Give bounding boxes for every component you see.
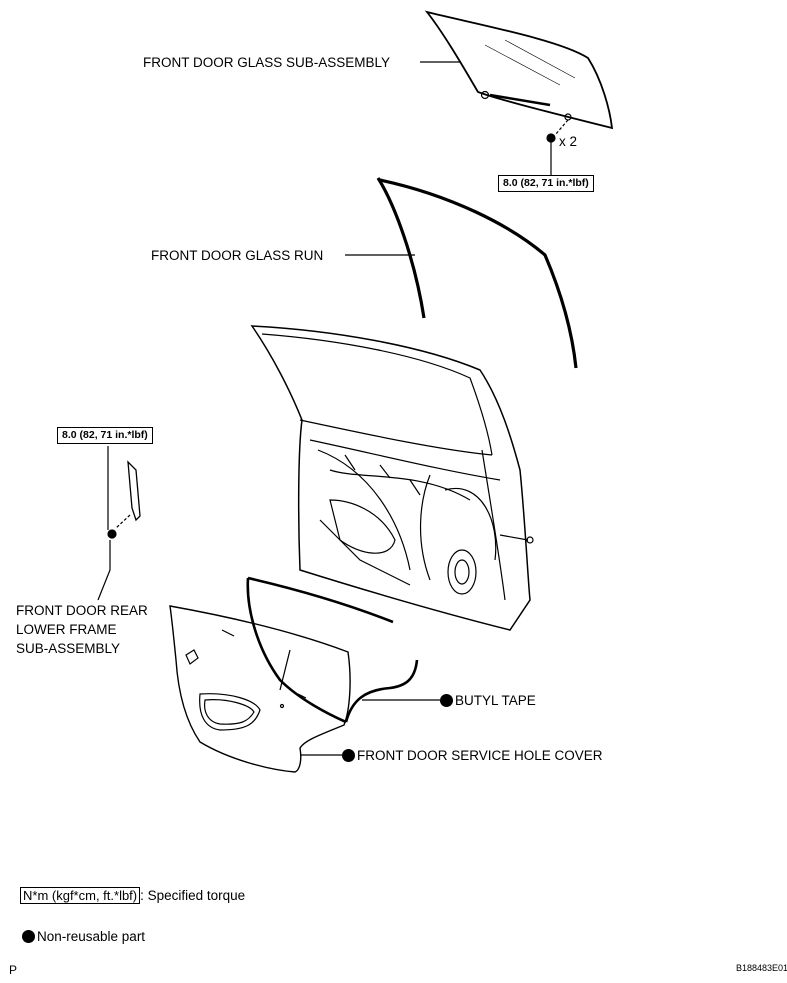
frame-label-line3: SUB-ASSEMBLY (16, 641, 121, 656)
legend-dot-icon (22, 930, 35, 943)
footer-right: B188483E01 (736, 963, 787, 973)
butyl-tape-label: BUTYL TAPE (440, 691, 536, 710)
nonreusable-dot-icon (440, 694, 453, 707)
glass-bolt-qty: x 2 (559, 134, 578, 149)
butyl-tape-text: BUTYL TAPE (455, 693, 536, 708)
frame-torque-spec: 8.0 (82, 71 in.*lbf) (57, 427, 153, 444)
legend-nonreusable: Non-reusable part (22, 927, 145, 946)
frame-label-line2: LOWER FRAME (16, 622, 117, 637)
glass-run-label: FRONT DOOR GLASS RUN (151, 248, 324, 263)
front-door-glass (424, 10, 614, 130)
legend-torque-unit: N*m (kgf*cm, ft.*lbf) (20, 887, 141, 904)
hole-cover-label: FRONT DOOR SERVICE HOLE COVER (342, 746, 603, 765)
rear-lower-frame (97, 446, 141, 601)
nonreusable-dot-icon (342, 749, 355, 762)
legend-torque-desc: : Specified torque (140, 888, 246, 903)
hole-cover-text: FRONT DOOR SERVICE HOLE COVER (357, 748, 603, 763)
glass-bolt (546, 119, 569, 178)
butyl-tape (246, 576, 419, 724)
legend-torque: N*m (kgf*cm, ft.*lbf): Specified torque (20, 886, 245, 905)
service-hole-cover (169, 605, 351, 773)
frame-label-line1: FRONT DOOR REAR (16, 603, 148, 618)
footer-left: P (9, 963, 18, 977)
front-door-panel (250, 325, 534, 631)
front-door-glass-run (376, 177, 578, 369)
glass-label: FRONT DOOR GLASS SUB-ASSEMBLY (143, 55, 391, 70)
glass-torque-spec: 8.0 (82, 71 in.*lbf) (498, 175, 594, 192)
legend-nonreusable-desc: Non-reusable part (37, 929, 146, 944)
